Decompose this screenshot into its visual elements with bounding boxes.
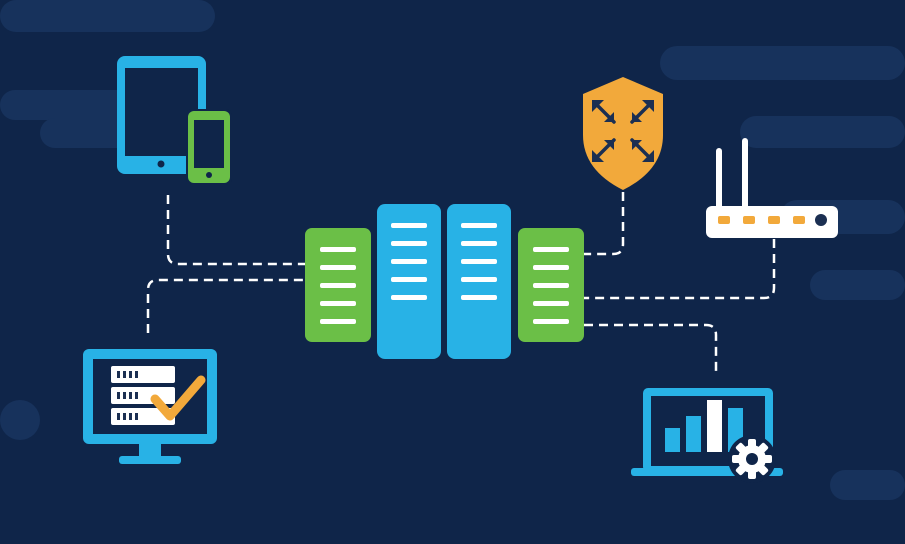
background-streaks	[0, 0, 905, 500]
server-green-right	[518, 228, 584, 342]
server-monitor-checkmark-icon	[83, 349, 217, 464]
server-blue-right	[447, 204, 511, 359]
connector-shield	[584, 192, 625, 256]
connector-mobile	[166, 195, 305, 266]
server-rack-icon	[305, 204, 584, 359]
connector-laptop	[584, 323, 718, 372]
server-blue-left	[377, 204, 441, 359]
connectors	[146, 192, 776, 372]
router-icon	[706, 138, 838, 238]
security-shield-icon	[583, 77, 663, 190]
checkmark-icon	[150, 375, 206, 421]
gear-icon	[728, 435, 776, 483]
phone-icon	[186, 109, 232, 185]
connector-router	[584, 239, 776, 300]
analytics-laptop-gear-icon	[631, 388, 783, 483]
connector-server-monitor	[146, 278, 305, 333]
server-green-left	[305, 228, 371, 342]
tablet-icon	[117, 56, 206, 174]
